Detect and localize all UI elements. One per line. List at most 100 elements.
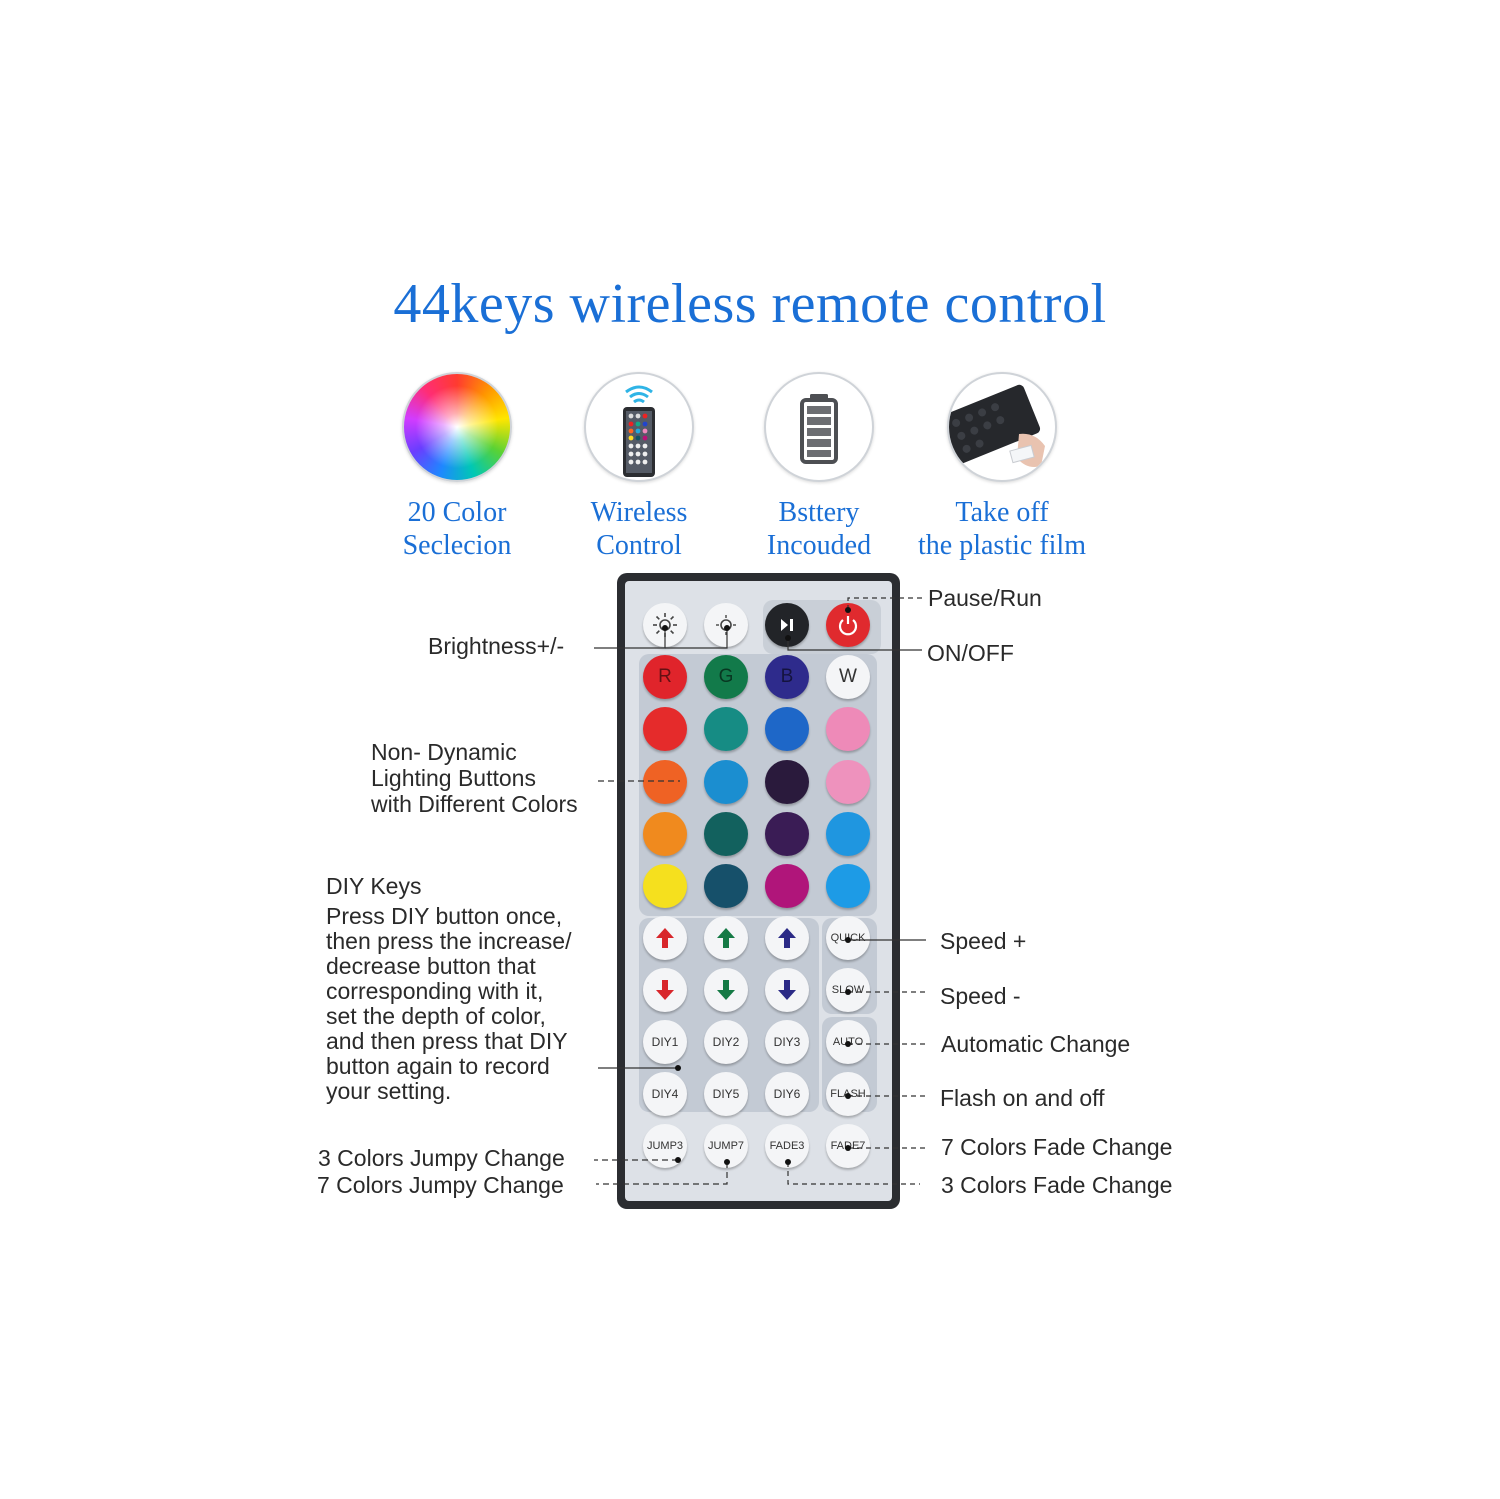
- brightness-callout: Brightness+/-: [428, 633, 565, 659]
- diy1-label: DIY1: [651, 1035, 679, 1049]
- diy6-label: DIY6: [773, 1087, 801, 1101]
- color-button[interactable]: [704, 760, 748, 804]
- brightness-down-button[interactable]: [704, 603, 748, 647]
- color-button[interactable]: [765, 760, 809, 804]
- non-dynamic-line: Non- Dynamic: [371, 739, 517, 765]
- color-wheel-icon: [402, 372, 512, 482]
- color-button[interactable]: [765, 707, 809, 751]
- color-button[interactable]: [826, 760, 870, 804]
- diy-keys-line: set the depth of color,: [326, 1003, 546, 1029]
- arrow-up-icon: [717, 928, 735, 948]
- feature-label-line2: Incouded: [766, 530, 872, 561]
- color-button[interactable]: [826, 812, 870, 856]
- color-button[interactable]: [826, 707, 870, 751]
- diy3-button[interactable]: DIY3: [765, 1020, 809, 1064]
- feature-label-line2: Seclecion: [402, 530, 512, 561]
- page-title: 44keys wireless remote control: [393, 273, 1107, 335]
- on-off-callout: ON/OFF: [927, 640, 1014, 666]
- color-button[interactable]: [643, 864, 687, 908]
- jump3-callout: 3 Colors Jumpy Change: [318, 1145, 565, 1171]
- arrow-up-icon: [778, 928, 796, 948]
- jump3-button[interactable]: JUMP3: [643, 1124, 687, 1168]
- color-button[interactable]: [765, 864, 809, 908]
- diy-keys-line: button again to record: [326, 1053, 550, 1079]
- green-label: G: [718, 666, 734, 687]
- green-down-button[interactable]: [704, 968, 748, 1012]
- speed-minus-callout: Speed -: [940, 983, 1021, 1009]
- red-down-button[interactable]: [643, 968, 687, 1012]
- jump7-callout: 7 Colors Jumpy Change: [317, 1172, 564, 1198]
- automatic-change-callout: Automatic Change: [941, 1031, 1131, 1057]
- color-button[interactable]: [643, 707, 687, 751]
- diy-keys-line: and then press that DIY: [326, 1028, 568, 1054]
- blue-label: B: [780, 666, 794, 687]
- diy3-label: DIY3: [773, 1035, 801, 1049]
- fade3-callout: 3 Colors Fade Change: [941, 1172, 1173, 1198]
- red-label: R: [658, 666, 672, 687]
- diy-keys-line: then press the increase/: [326, 928, 572, 954]
- white-label: W: [839, 666, 857, 687]
- blue-down-button[interactable]: [765, 968, 809, 1012]
- pause-run-callout: Pause/Run: [928, 585, 1042, 611]
- diy-keys-line: corresponding with it,: [326, 978, 544, 1004]
- feature-label-line1: Bsttery: [778, 497, 860, 528]
- non-dynamic-callout: Non- Dynamic Lighting Buttons with Diffe…: [371, 739, 578, 817]
- color-button[interactable]: [704, 812, 748, 856]
- blue-button[interactable]: B: [765, 655, 809, 699]
- power-button[interactable]: [826, 603, 870, 647]
- green-up-button[interactable]: [704, 916, 748, 960]
- diy1-button[interactable]: DIY1: [643, 1020, 687, 1064]
- speed-plus-callout: Speed +: [940, 928, 1027, 954]
- diy-keys-callout: DIY Keys Press DIY button once, then pre…: [326, 874, 571, 1104]
- diy4-label: DIY4: [651, 1087, 679, 1101]
- fade7-callout: 7 Colors Fade Change: [941, 1134, 1173, 1160]
- diy5-button[interactable]: DIY5: [704, 1072, 748, 1116]
- jump7-label: JUMP7: [707, 1140, 745, 1152]
- diy-keys-line: your setting.: [326, 1078, 452, 1104]
- diy2-button[interactable]: DIY2: [704, 1020, 748, 1064]
- battery-icon: [764, 372, 874, 482]
- color-button[interactable]: [643, 812, 687, 856]
- film-remote-icon: [947, 372, 1057, 482]
- red-up-button[interactable]: [643, 916, 687, 960]
- color-button[interactable]: [765, 812, 809, 856]
- color-button[interactable]: [826, 864, 870, 908]
- non-dynamic-line: Lighting Buttons: [371, 765, 536, 791]
- diy2-label: DIY2: [712, 1035, 740, 1049]
- flash-callout: Flash on and off: [940, 1085, 1105, 1111]
- color-button[interactable]: [643, 760, 687, 804]
- white-button[interactable]: W: [826, 655, 870, 699]
- feature-label-line1: 20 Color: [407, 497, 507, 528]
- diy-keys-line: Press DIY button once,: [326, 903, 563, 929]
- red-button[interactable]: R: [643, 655, 687, 699]
- feature-label-line2: the plastic film: [918, 530, 1086, 561]
- feature-label-line2: Control: [596, 530, 682, 561]
- diy5-label: DIY5: [712, 1087, 740, 1101]
- fade3-label: FADE3: [769, 1140, 805, 1152]
- diy-keys-title: DIY Keys: [326, 873, 422, 899]
- jump3-label: JUMP3: [646, 1140, 684, 1152]
- wireless-remote-icon: [584, 372, 694, 482]
- play-pause-icon: [781, 619, 793, 631]
- diy-keys-line: decrease button that: [326, 953, 536, 979]
- feature-label-line1: Take off: [955, 497, 1049, 528]
- feature-label-line1: Wireless: [590, 497, 688, 528]
- diy4-button[interactable]: DIY4: [643, 1072, 687, 1116]
- color-button[interactable]: [704, 707, 748, 751]
- arrow-down-icon: [717, 980, 735, 1000]
- diy6-button[interactable]: DIY6: [765, 1072, 809, 1116]
- arrow-down-icon: [778, 980, 796, 1000]
- jump7-button[interactable]: JUMP7: [704, 1124, 748, 1168]
- power-icon: [838, 616, 858, 636]
- color-button[interactable]: [704, 864, 748, 908]
- arrow-up-icon: [656, 928, 674, 948]
- blue-up-button[interactable]: [765, 916, 809, 960]
- arrow-down-icon: [656, 980, 674, 1000]
- green-button[interactable]: G: [704, 655, 748, 699]
- non-dynamic-line: with Different Colors: [371, 791, 578, 817]
